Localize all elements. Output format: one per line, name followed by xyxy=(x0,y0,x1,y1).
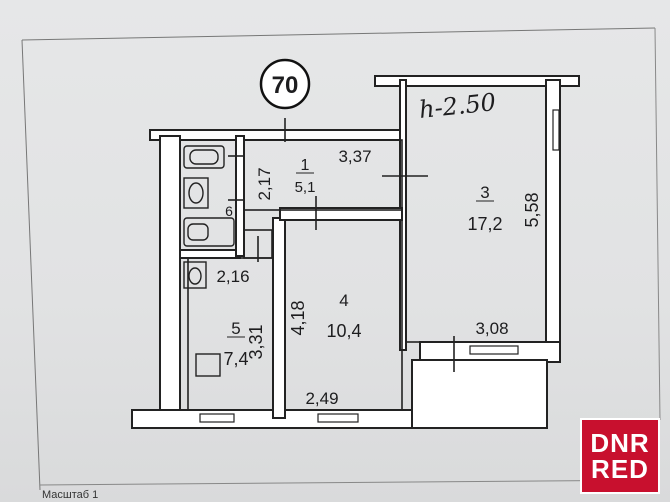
window-room5 xyxy=(199,413,235,423)
room4-height-dim: 4,18 xyxy=(288,300,308,335)
room3-width-dim: 3,08 xyxy=(475,319,508,338)
wall-room5-room4 xyxy=(272,217,286,419)
wall-6-room5 xyxy=(179,249,241,259)
room1-area: 5,1 xyxy=(295,179,316,196)
ceiling-height-note: h-2.50 xyxy=(418,88,498,124)
room3-outline xyxy=(405,85,547,343)
kitchen-sink-icon xyxy=(183,261,207,289)
room3-height-dim: 5,58 xyxy=(522,192,542,227)
watermark-line2: RED xyxy=(591,454,649,484)
kitchen-sink-bowl-icon xyxy=(188,267,202,285)
room-outlines xyxy=(179,85,547,411)
room3-area: 17,2 xyxy=(467,214,502,234)
wall-bath-corridor xyxy=(235,135,245,257)
paper-frame-right xyxy=(654,27,661,421)
bathtub-icon xyxy=(183,145,225,169)
paper-frame-top xyxy=(21,27,656,41)
wall-top-left xyxy=(149,129,403,141)
paper-frame-bottom xyxy=(39,479,661,486)
room1-height-dim: 2,17 xyxy=(255,167,274,200)
fixtures xyxy=(183,145,235,377)
sink-icon xyxy=(183,177,209,209)
room4-number: 4 xyxy=(339,291,348,310)
watermark-line1: DNR xyxy=(590,428,650,458)
room4-outline xyxy=(284,219,403,411)
scale-caption: Масштаб 1 xyxy=(42,489,99,501)
walls xyxy=(131,75,580,429)
toilet-bowl-icon xyxy=(187,223,209,241)
room5-top-dim: 2,16 xyxy=(216,267,249,286)
stove-icon xyxy=(195,353,221,377)
window-room4 xyxy=(317,413,359,423)
door-marks xyxy=(228,118,455,372)
windows xyxy=(199,109,560,423)
room1-width-dim: 3,37 xyxy=(338,147,371,166)
apartment-number: 70 xyxy=(272,72,299,99)
wall-left-outer xyxy=(159,135,181,417)
room1-number: 1 xyxy=(301,157,310,174)
window-room3 xyxy=(469,345,519,355)
room3-number: 3 xyxy=(480,183,489,202)
room1-outline xyxy=(243,139,403,211)
room5-number: 5 xyxy=(231,319,240,338)
paper-frame-left xyxy=(21,39,41,491)
sink-bowl-icon xyxy=(188,182,204,204)
room6-outline xyxy=(179,139,237,251)
apartment-number-circle xyxy=(259,58,311,110)
bathtub-inner-icon xyxy=(189,149,219,165)
loggia xyxy=(411,359,548,429)
window-room3-side xyxy=(552,109,560,151)
room6-number: 6 xyxy=(225,203,233,219)
room4-area: 10,4 xyxy=(326,321,361,341)
room4-width-dim: 2,49 xyxy=(305,389,338,408)
room5-area: 7,4 xyxy=(223,349,248,369)
watermark-logo: DNR RED xyxy=(580,418,660,494)
room5-height-dim: 3,31 xyxy=(246,324,266,359)
toilet-icon xyxy=(183,217,235,247)
room5-outline xyxy=(187,257,274,411)
